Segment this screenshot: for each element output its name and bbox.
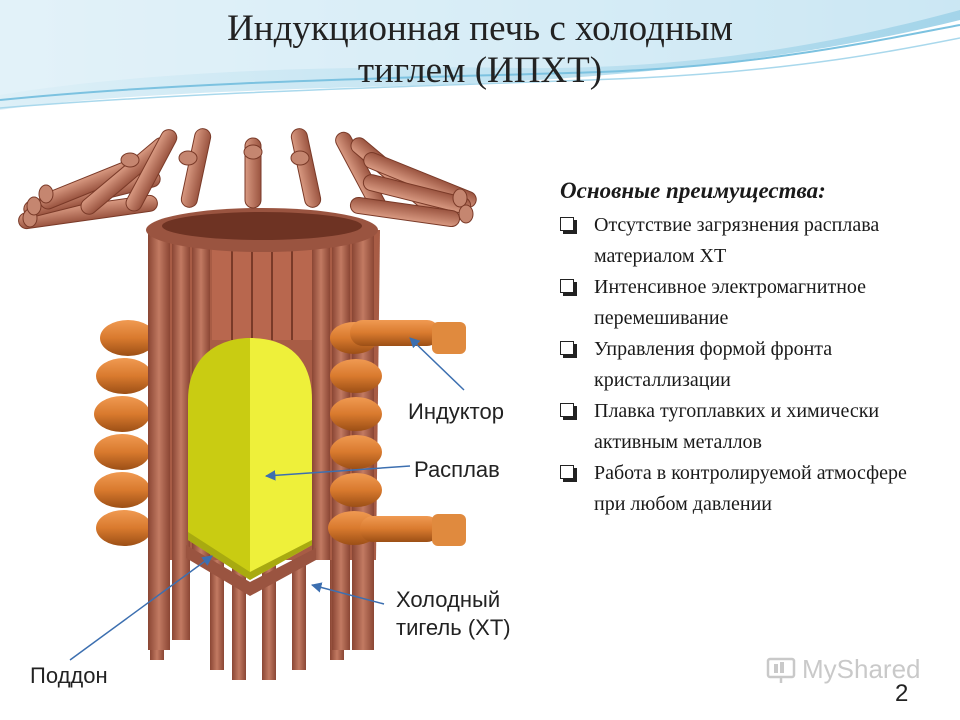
presentation-icon (766, 657, 796, 683)
advantages-list: Отсутствие загрязнения расплава материал… (556, 210, 936, 520)
melt (188, 338, 312, 580)
header-wave-decoration (0, 0, 960, 110)
title-line-2: тиглем (ИПХТ) (357, 50, 603, 91)
title-line-1: Индукционная печь с холодным (227, 8, 733, 49)
advantage-text: Интенсивное электромагнитное перемешиван… (594, 276, 867, 329)
watermark-logo: MyShared (766, 654, 921, 685)
advantage-text: Управления формой фронта кристаллизации (594, 338, 833, 391)
advantage-text: Работа в контролируемой атмосфере при лю… (594, 462, 907, 515)
checkbox-bullet-icon (560, 341, 574, 355)
advantage-text: Плавка тугоплавких и химически активным … (594, 400, 880, 453)
advantages-title: Основные преимущества: (560, 178, 826, 203)
inductor-coil-left (94, 320, 156, 546)
label-tray: Поддон (30, 663, 108, 688)
advantage-text: Отсутствие загрязнения расплава материал… (594, 214, 880, 267)
checkbox-bullet-icon (560, 279, 574, 293)
watermark-text: MyShared (802, 654, 921, 684)
checkbox-bullet-icon (560, 403, 574, 417)
label-cold-crucible: Холодный тигель (ХТ) (396, 586, 511, 642)
checkbox-bullet-icon (560, 217, 574, 231)
top-manifold (18, 128, 477, 252)
list-item: Работа в контролируемой атмосфере при лю… (556, 458, 936, 520)
label-melt: Расплав (414, 457, 500, 482)
label-cold-crucible-line2: тигель (ХТ) (396, 615, 511, 640)
callout-arrows (69, 337, 465, 661)
inductor-coil-right (328, 320, 466, 546)
list-item: Плавка тугоплавких и химически активным … (556, 396, 936, 458)
page-number: 2 (895, 680, 909, 707)
slide-title: Индукционная печь с холодным тиглем (ИПХ… (0, 8, 960, 92)
list-item: Интенсивное электромагнитное перемешиван… (556, 272, 936, 334)
checkbox-bullet-icon (560, 465, 574, 479)
advantages-panel: Основные преимущества: Отсутствие загряз… (556, 176, 936, 520)
list-item: Управления формой фронта кристаллизации (556, 334, 936, 396)
list-item: Отсутствие загрязнения расплава материал… (556, 210, 936, 272)
label-inductor: Индуктор (408, 399, 504, 424)
tray-plate (186, 545, 316, 596)
label-cold-crucible-line1: Холодный (396, 587, 501, 612)
